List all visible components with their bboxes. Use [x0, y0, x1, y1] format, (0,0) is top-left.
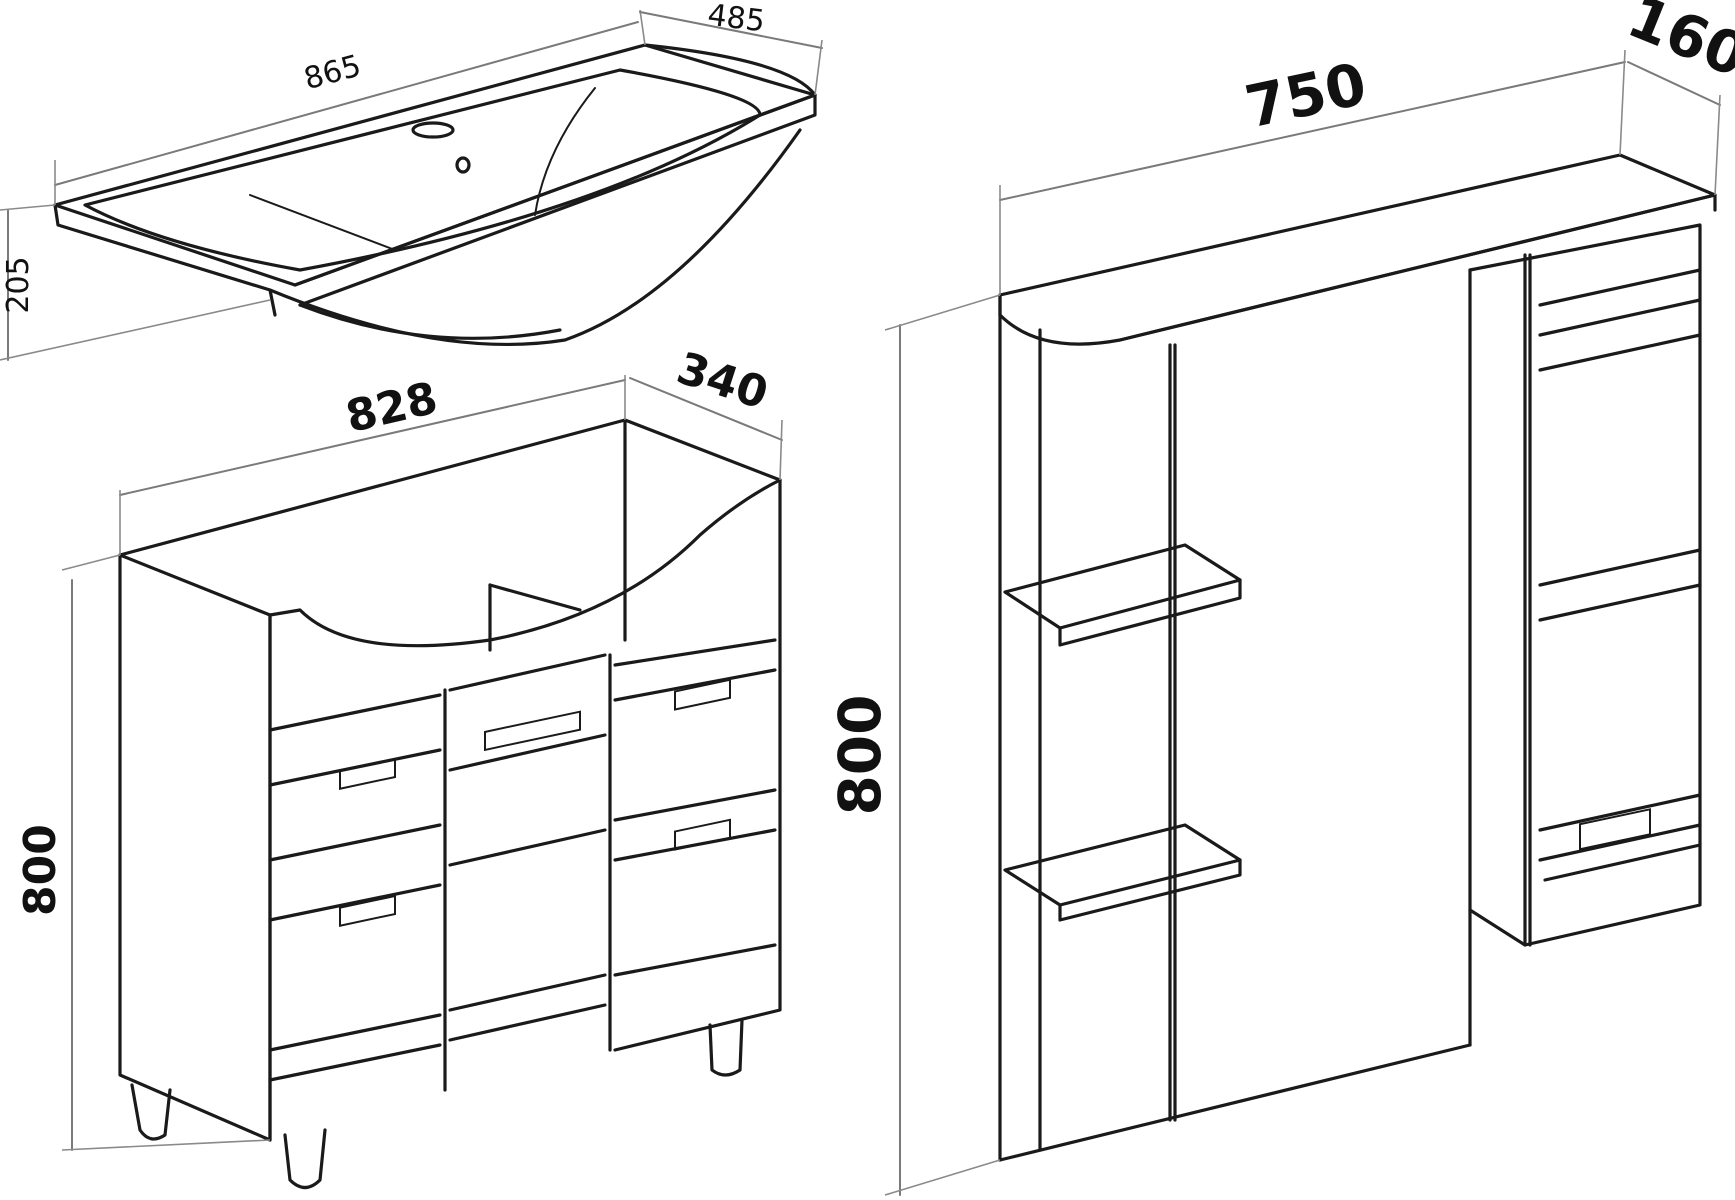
basin-height-label: 205: [1, 256, 36, 313]
washbasin-drawing: 865 485 205: [0, 0, 823, 361]
basin-width-label: 865: [300, 49, 364, 98]
vanity-width-label: 828: [341, 373, 442, 443]
vanity-depth-label: 340: [671, 343, 774, 420]
mirror-depth-label: 160: [1619, 0, 1735, 91]
basin-depth-label: 485: [706, 0, 767, 39]
mirror-height-label: 800: [826, 694, 894, 815]
vanity-height-label: 800: [15, 824, 66, 916]
mirror-width-label: 750: [1240, 50, 1373, 142]
mirror-cabinet-drawing: 750 160 800: [826, 0, 1735, 1196]
vanity-cabinet-drawing: 828 340 800: [15, 343, 783, 1190]
